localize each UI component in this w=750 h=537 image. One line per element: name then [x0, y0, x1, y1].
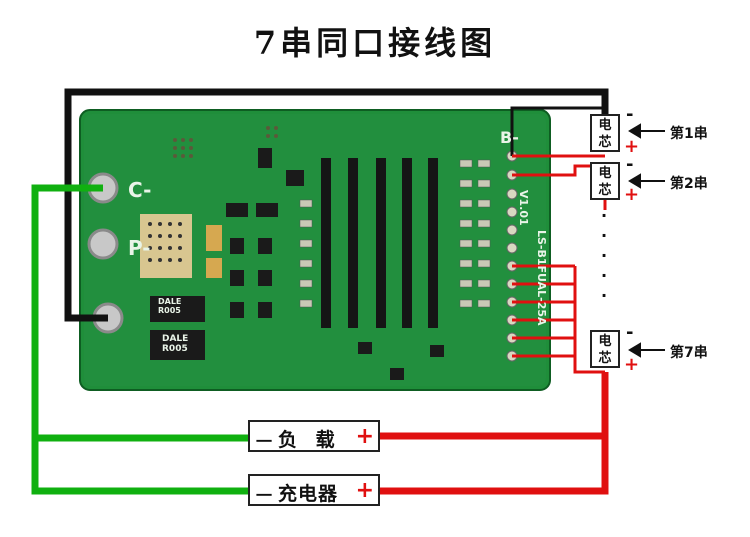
cell-7-negative: - — [626, 322, 634, 343]
resistor-1-label: DALE R005 — [158, 297, 182, 315]
pad-p-label: P- — [128, 236, 151, 260]
cell-1-positive: + — [624, 136, 640, 157]
p-pad — [87, 228, 119, 260]
string-label-2: 第2串 — [670, 176, 708, 192]
battery-cell-2: 电 芯 — [590, 162, 620, 200]
charger-positive: + — [355, 478, 374, 503]
string-label-1: 第1串 — [670, 126, 708, 142]
load-positive: + — [355, 424, 374, 449]
battery-cell-7: 电 芯 — [590, 330, 620, 368]
resistor-2 — [150, 330, 205, 360]
ellipsis-dots: · · · · · — [601, 206, 608, 305]
battery-cell-1: 电 芯 — [590, 114, 620, 152]
resistor-2-label: DALE R005 — [162, 334, 189, 354]
charger-negative: 一 — [256, 486, 273, 505]
pad-b-label: B- — [500, 128, 519, 147]
edge-text: V1.01 — [517, 190, 530, 226]
pcb-board — [79, 109, 551, 391]
cell-1-negative: - — [626, 104, 634, 125]
charger-box: 一 充电器 + — [248, 474, 380, 506]
cell-7-positive: + — [624, 354, 640, 375]
cell-2-positive: + — [624, 184, 640, 205]
page-title: 7串同口接线图 — [253, 24, 497, 62]
load-label: 负 载 — [278, 429, 341, 451]
cell-2-negative: - — [626, 154, 634, 175]
model-text: LS-B1FUAL-25A — [535, 230, 548, 326]
string-label-7: 第7串 — [670, 345, 708, 361]
pad-c-label: C- — [128, 178, 152, 202]
load-box: 一 负 载 + — [248, 420, 380, 452]
charger-label: 充电器 — [278, 483, 339, 505]
resistor-1 — [150, 296, 205, 322]
load-negative: 一 — [256, 432, 273, 451]
